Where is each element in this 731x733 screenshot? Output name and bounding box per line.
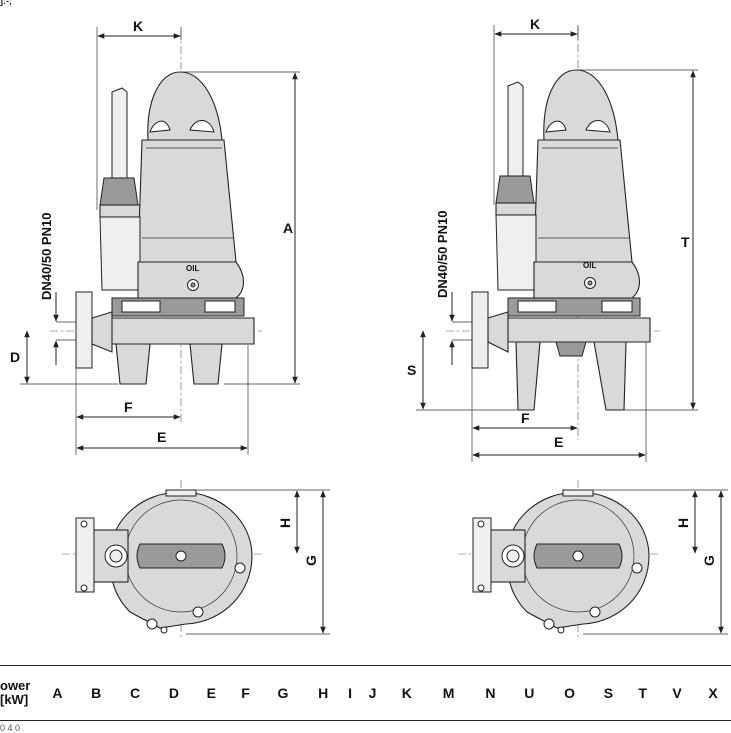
- column-header: D: [168, 685, 179, 701]
- column-header: C: [130, 685, 141, 701]
- left-dim-k: K: [133, 18, 143, 34]
- left-dim-h: H: [277, 518, 293, 528]
- column-header: G: [277, 685, 289, 701]
- right-dim-t: T: [681, 234, 690, 250]
- right-dim-k: K: [530, 16, 540, 32]
- column-header: H: [318, 685, 329, 701]
- column-header: T: [638, 685, 647, 701]
- column-header: J: [368, 685, 377, 701]
- right-dim-f: F: [521, 410, 530, 426]
- cropped-caption-fragment: ]:-;: [0, 0, 12, 6]
- cropped-row-fragment: 0 4 0: [0, 723, 21, 733]
- column-header: I: [348, 685, 352, 701]
- right-oil-label: OIL: [583, 261, 596, 270]
- left-dim-f: F: [124, 399, 133, 415]
- column-header: S: [603, 685, 614, 701]
- right-top-view: [458, 480, 660, 640]
- dimension-table: ower [kW] A B C D E F G H I J K M N U O …: [0, 666, 731, 720]
- left-dim-a: A: [283, 220, 293, 236]
- column-header: M: [442, 685, 455, 701]
- left-dim-d: D: [10, 349, 20, 365]
- column-header: E: [206, 685, 216, 701]
- left-top-view: [62, 480, 262, 640]
- right-dimensions: K T S F E DN40/50 PN10: [407, 16, 698, 462]
- left-top-dimensions: H G: [181, 489, 330, 635]
- table-top-rule: [0, 665, 731, 666]
- column-header: F: [241, 685, 250, 701]
- right-dim-e: E: [554, 434, 563, 450]
- column-header: K: [401, 685, 412, 701]
- left-dim-e: E: [157, 429, 166, 445]
- column-header: U: [524, 685, 535, 701]
- right-dim-s: S: [407, 362, 416, 378]
- left-oil-label: OIL: [186, 264, 199, 273]
- column-header-power: ower [kW]: [0, 678, 31, 707]
- left-dim-g: G: [303, 555, 319, 566]
- left-side-view: OIL: [50, 30, 262, 425]
- column-header: X: [708, 685, 718, 701]
- right-dim-h: H: [675, 518, 691, 528]
- column-header: V: [672, 685, 682, 701]
- right-flange-label: DN40/50 PN10: [435, 211, 450, 298]
- column-header: A: [52, 685, 63, 701]
- right-side-view: OIL: [446, 28, 660, 440]
- column-header: O: [564, 685, 575, 701]
- left-flange-label: DN40/50 PN10: [39, 213, 54, 300]
- column-header: B: [91, 685, 102, 701]
- column-header: N: [485, 685, 496, 701]
- table-header-row: ower [kW] A B C D E F G H I J K M N U O …: [0, 666, 731, 720]
- left-dimensions: K A D F E DN40/50 PN10: [10, 18, 300, 455]
- right-dim-g: G: [701, 555, 717, 566]
- table-bottom-rule: [0, 720, 731, 721]
- right-top-dimensions: H G: [578, 489, 728, 635]
